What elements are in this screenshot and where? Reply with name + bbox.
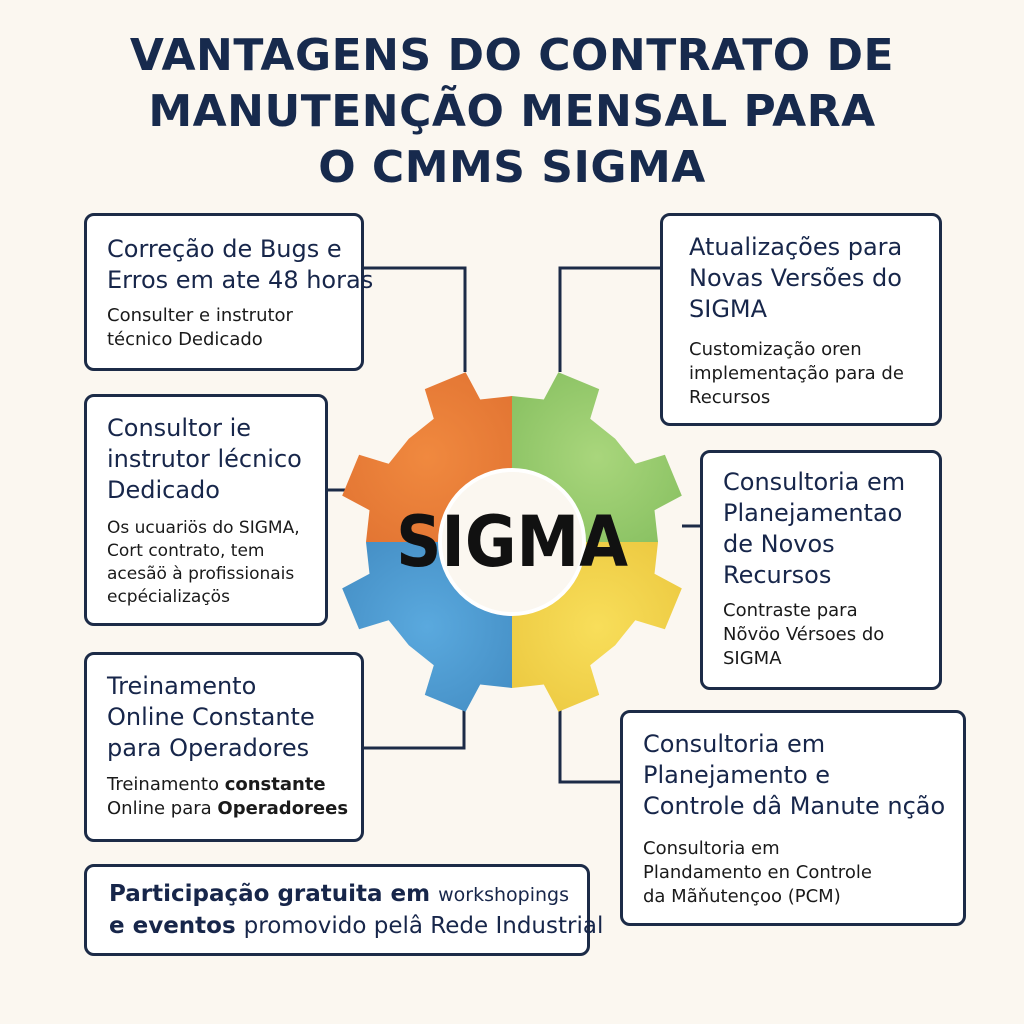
card-updates-title: Atualizações para Novas Versões do SIGMA <box>689 233 903 323</box>
center-label: SIGMA <box>396 501 628 583</box>
card-consultant: Consultor ie instrutor lécnico Dedicado … <box>84 394 328 626</box>
card-training: Treinamento Online Constante para Operad… <box>84 652 364 842</box>
gear-inner-ring <box>438 468 586 616</box>
page-title: VANTAGENS DO CONTRATO DE MANUTENÇÃO MENS… <box>0 28 1024 196</box>
gear-segment-green <box>512 372 682 542</box>
card-updates-body: Customização oren implementação para de … <box>689 339 904 408</box>
title-line-1: VANTAGENS DO CONTRATO DE <box>129 30 895 81</box>
card-bug-fixes-body: Consulter e instrutor técnico Dedicado <box>107 305 293 350</box>
connector-updates <box>558 266 662 372</box>
card-workshops: Participação gratuita em workshopings e … <box>84 864 603 956</box>
card-pcm-consulting: Consultoria em Planejamento e Controle d… <box>620 710 966 926</box>
card-planning-new-title: Consultoria em Planejamentao de Novos Re… <box>723 468 906 589</box>
card-pcm-title: Consultoria em Planejamento e Controle d… <box>643 730 946 820</box>
card-training-title: Treinamento Online Constante para Operad… <box>107 672 315 762</box>
card-bug-fixes: Correção de Bugs e Erros em ate 48 horas… <box>84 213 373 371</box>
gear-segment-yellow <box>512 542 682 712</box>
gear-segment-orange <box>342 372 512 542</box>
card-bug-fixes-title: Correção de Bugs e Erros em ate 48 horas <box>107 235 374 294</box>
gear-segment-blue <box>342 542 512 712</box>
card-planning-new-features: Consultoria em Planejamentao de Novos Re… <box>700 450 942 690</box>
card-updates: Atualizações para Novas Versões do SIGMA… <box>660 213 942 426</box>
card-consultant-body: Os ucuariös do SIGMA, Cort contrato, tem… <box>107 518 300 607</box>
connector-training <box>362 700 466 750</box>
card-consultant-title: Consultor ie instrutor lécnico Dedicado <box>107 414 302 504</box>
title-line-3: O CMMS SIGMA <box>318 142 706 193</box>
connector-bugs <box>362 266 467 372</box>
card-pcm-body: Consultoria em Plandamento en Controle d… <box>643 838 872 907</box>
card-workshops-text: Participação gratuita em workshopings e … <box>109 881 604 939</box>
title-line-2: MANUTENÇÃO MENSAL PARA <box>148 86 876 137</box>
card-training-body: Treinamento constante Online para Operad… <box>107 774 349 819</box>
card-planning-new-body: Contraste para Nõvöo Vérsoes do SIGMA <box>723 600 885 669</box>
gear-icon: SIGMA <box>342 372 682 712</box>
connector-pcm <box>558 700 622 784</box>
